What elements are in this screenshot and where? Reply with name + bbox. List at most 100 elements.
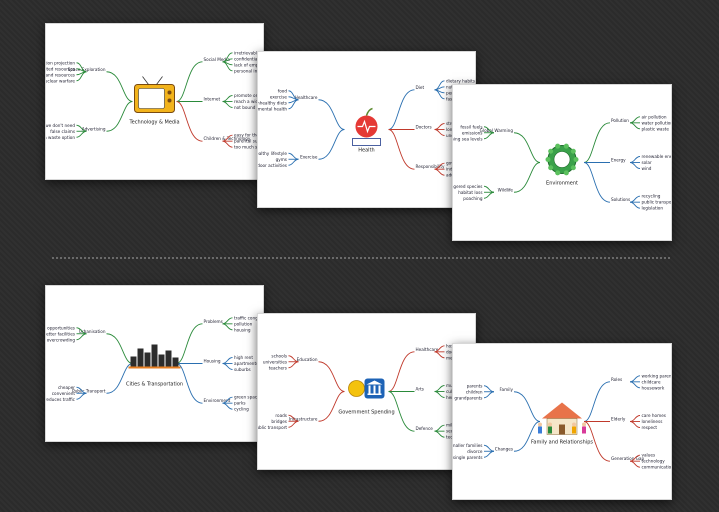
- mindmap-title: Health: [358, 148, 374, 154]
- branch-item: gyms: [276, 157, 287, 162]
- branch-item: renewable energy: [642, 154, 672, 159]
- branch-item: water pollution: [642, 120, 672, 125]
- branch-item: false claims: [50, 129, 75, 134]
- branch-label: Healthcare: [295, 95, 318, 100]
- bank-coin-icon: [348, 378, 385, 399]
- branch-item: overcrowding: [47, 337, 76, 342]
- branch[interactable]: Energy renewable energysolarwind: [584, 154, 671, 171]
- branch-item: habitat loss: [458, 190, 482, 195]
- branch-item: parents: [467, 383, 483, 388]
- branch-item: rising sea levels: [453, 136, 483, 141]
- branch-item: healthy lifestyle: [258, 151, 287, 156]
- branch-label: Roles: [611, 377, 622, 382]
- branch-item: public transport: [642, 200, 672, 205]
- branch-item: reduces traffic: [46, 397, 76, 402]
- globe-icon: [545, 143, 579, 176]
- mindmap-card-technology-media[interactable]: Space Explorationworld population projec…: [45, 23, 264, 180]
- branch[interactable]: Healthcarefoodexerciseunhealthy dietsmen…: [258, 88, 345, 130]
- branch-item: care homes: [642, 413, 666, 418]
- branch-item: smaller families: [453, 443, 483, 448]
- branch-label: Elderly: [611, 417, 626, 422]
- city-skyline-icon: [128, 344, 181, 369]
- branch-label: Education: [297, 357, 318, 362]
- branch-label: Urbanisation: [79, 329, 106, 334]
- branch-item: housing: [234, 327, 251, 332]
- branch-item: poaching: [463, 196, 483, 201]
- branch-item: recycling: [642, 194, 661, 199]
- branch-label: Exercise: [300, 154, 318, 159]
- branch-label: Solutions: [611, 197, 630, 202]
- branch-label: Changes: [495, 446, 513, 451]
- branch[interactable]: Problems traffic congestionpollutionhousi…: [176, 315, 264, 364]
- branch-label: Energy: [611, 158, 626, 163]
- branch-item: divorce: [467, 449, 483, 454]
- branch-item: exercise: [270, 94, 288, 99]
- branch-label: Arts: [416, 387, 424, 392]
- mindmap-card-health[interactable]: Healthcarefoodexerciseunhealthy dietsmen…: [257, 51, 476, 208]
- branch[interactable]: Advertisingbuy things we don't needfalse…: [46, 101, 133, 140]
- branch[interactable]: Generation Gapvaluestechnologycommunicat…: [583, 421, 672, 470]
- branch-item: green spaces: [234, 395, 262, 400]
- branch-label: Doctors: [416, 125, 432, 130]
- branch-item: universities: [263, 359, 287, 364]
- mindmap-title: Government Spending: [338, 410, 394, 416]
- mindmap-title: Cities & Transportation: [126, 382, 183, 388]
- branch-item: pollution: [234, 321, 253, 326]
- branch-item: traffic congestion: [234, 315, 263, 320]
- branch-item: a waste option: [46, 135, 75, 140]
- branch[interactable]: Infrastructureroadsbridgespublic transpo…: [258, 391, 345, 430]
- branch-item: schools: [271, 353, 287, 358]
- branch[interactable]: Space Explorationworld population projec…: [46, 60, 133, 102]
- branch-item: cycling: [234, 407, 249, 412]
- branch-item: wind: [642, 166, 652, 171]
- branch-item: solar: [642, 160, 652, 165]
- branch-label: Advertising: [82, 126, 106, 131]
- branch[interactable]: Public Transportcheaperconvenientreduces…: [46, 363, 133, 402]
- branch-item: single parents: [453, 455, 483, 460]
- branch-item: communication: [642, 465, 672, 470]
- branch-item: endangered species: [453, 184, 483, 189]
- mindmap-title: Technology & Media: [128, 120, 179, 126]
- branch-label: Defence: [416, 426, 434, 431]
- branch-item: food: [278, 88, 288, 93]
- branch-item: reach a wider audience: [234, 99, 263, 104]
- mindmap-title: Environment: [546, 181, 578, 187]
- branch-item: risk of nuclear warfare: [46, 78, 75, 83]
- branch-item: teachers: [269, 365, 287, 370]
- branch-label: Responsibility: [416, 164, 445, 169]
- branch-item: mental health: [258, 106, 287, 111]
- branch-label: Public Transport: [72, 388, 106, 393]
- branch-item: roads: [275, 413, 287, 418]
- branch-label: Internet: [204, 97, 221, 102]
- branch-item: apartments: [234, 361, 258, 366]
- branch[interactable]: Exercisehealthy lifestylegymsoutdoor act…: [258, 129, 345, 168]
- branch-item: easy for them to access: [234, 133, 263, 138]
- branch-label: Problems: [204, 319, 223, 324]
- branch-label: Global Warming: [480, 128, 514, 133]
- tv-icon: [134, 76, 175, 113]
- branch-item: confidentiality issues: [234, 56, 263, 61]
- branch-item: too much screen time: [234, 145, 263, 150]
- branch-item: plastic waste: [642, 126, 670, 131]
